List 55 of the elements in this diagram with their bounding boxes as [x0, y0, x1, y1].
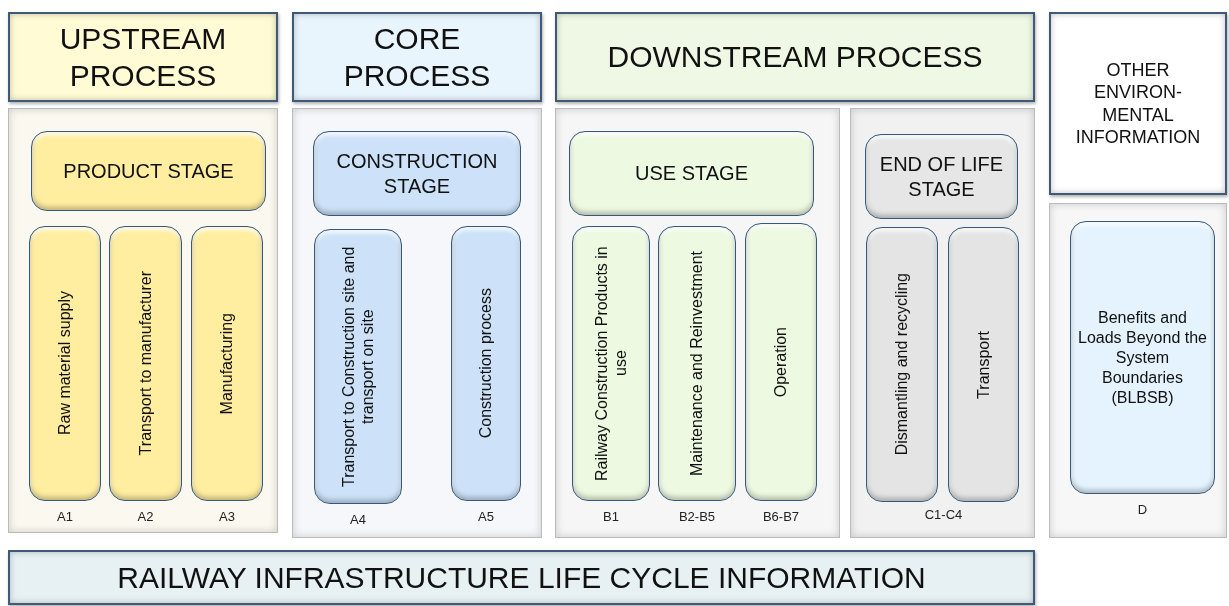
stage-box	[29, 226, 101, 501]
heading-banner	[1049, 12, 1227, 195]
heading-text: DOWNSTREAM PROCESS	[607, 39, 983, 76]
heading-text: UPSTREAM PROCESS	[58, 20, 228, 94]
heading-banner	[555, 12, 1035, 102]
stage-box	[31, 131, 266, 211]
heading-text: CONSTRUCTION STAGE	[335, 148, 499, 199]
stage-box	[314, 229, 402, 504]
module-code: A4	[349, 512, 367, 527]
module-code: A2	[136, 509, 155, 524]
heading-text: END OF LIFE STAGE	[878, 151, 1005, 202]
stage-box	[948, 227, 1019, 502]
module-code: B1	[602, 509, 620, 524]
stage-box	[569, 131, 814, 216]
stage-box	[109, 226, 182, 501]
stage-label: Transport to manufacturer	[135, 271, 155, 456]
stage-box	[1070, 221, 1215, 494]
stage-label: Transport to Construction site and transport on site	[338, 245, 377, 489]
group-panel	[8, 108, 278, 533]
stage-label: Raw material supply	[55, 291, 75, 436]
module-code: C1-C4	[923, 507, 964, 522]
heading-text: PRODUCT STAGE	[63, 158, 234, 184]
module-code: B2-B5	[677, 509, 717, 524]
group-panel	[555, 108, 840, 538]
stage-box	[572, 226, 650, 501]
stage-label: Railway Construction Products in use	[591, 245, 630, 483]
heading-text: CORE PROCESS	[342, 20, 492, 94]
stage-box	[745, 223, 817, 501]
module-code: A5	[477, 509, 495, 524]
heading-banner	[8, 550, 1035, 605]
stage-label: Operation	[771, 326, 791, 398]
stage-box	[191, 226, 263, 501]
stage-label: Manufacturing	[217, 312, 237, 415]
stage-box	[865, 134, 1018, 219]
group-panel	[850, 108, 1035, 538]
stage-box	[658, 226, 736, 501]
stage-label: Dismantling and recycling	[892, 273, 912, 456]
heading-text: RAILWAY INFRASTRUCTURE LIFE CYCLE INFORMATION	[117, 559, 926, 596]
stage-label: Construction process	[476, 288, 496, 439]
heading-text: USE STAGE	[635, 161, 748, 186]
module-code: D	[1136, 502, 1149, 517]
module-code: B6-B7	[761, 509, 801, 524]
group-panel	[292, 108, 542, 538]
heading-text: Benefits and Loads Beyond the System Boundaries (BLBSB)	[1078, 307, 1207, 408]
module-code: A3	[218, 509, 236, 524]
heading-banner	[8, 12, 278, 102]
module-code: A1	[56, 509, 74, 524]
stage-label: Transport	[973, 330, 993, 399]
stage-box	[451, 226, 521, 501]
heading-text: OTHER ENVIRON- MENTAL INFORMATION	[1074, 58, 1202, 149]
stage-box	[866, 227, 938, 502]
heading-banner	[292, 12, 542, 102]
group-panel	[1049, 203, 1227, 538]
stage-label: Maintenance and Reinvestment	[687, 251, 707, 476]
stage-box	[313, 131, 521, 216]
